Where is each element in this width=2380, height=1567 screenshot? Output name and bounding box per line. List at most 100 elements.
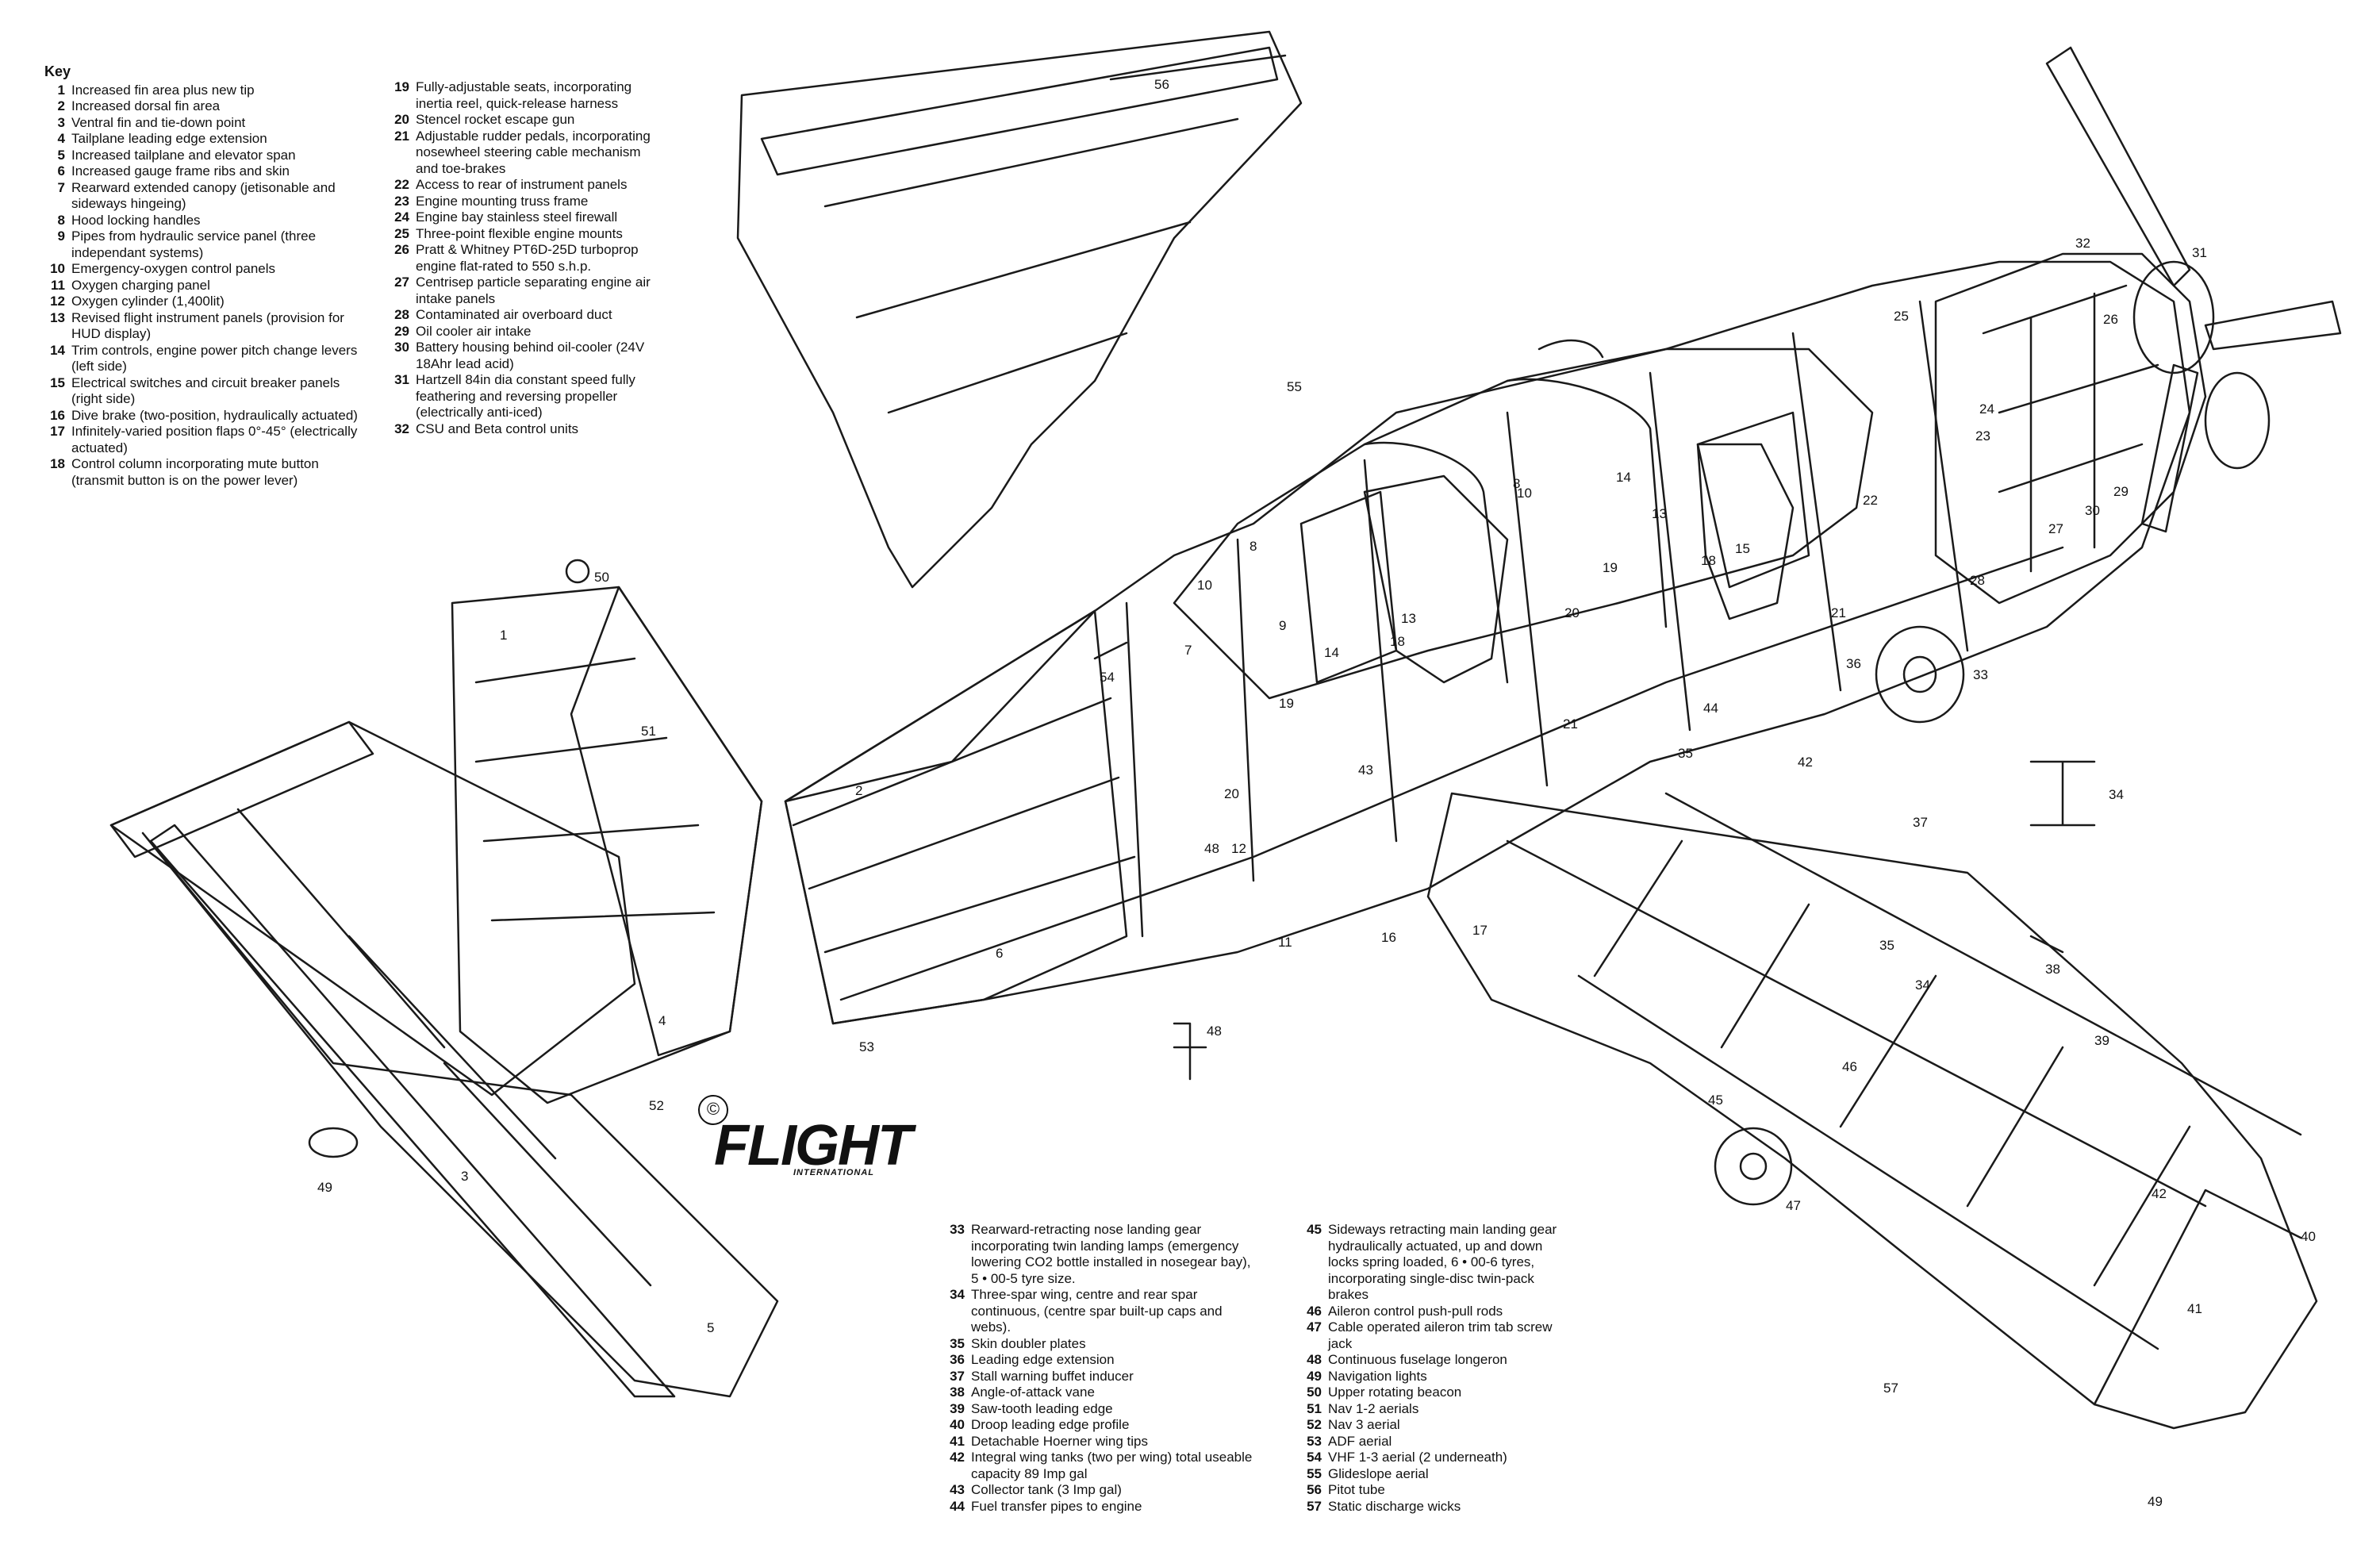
callout-53: 53 [859,1039,874,1054]
callout-19a: 19 [1279,696,1294,711]
callout-30: 30 [2085,503,2100,518]
key-item-text: Control column incorporating mute button… [71,456,319,488]
key-item-number: 1 [57,82,65,98]
callout-24: 24 [1979,401,1994,417]
callout-7: 7 [1184,643,1192,658]
callout-14b: 14 [1616,470,1631,485]
key-item-text: Cable operated aileron trim tab screw ja… [1328,1319,1553,1351]
canopy-outline [1173,348,1874,700]
key-item-number: 55 [1307,1465,1322,1481]
right-wing-spar-rear [1577,974,2159,1350]
key-item-text: Collector tank (3 Imp gal) [971,1482,1122,1497]
main-wheel [1714,1127,1793,1206]
callout-51: 51 [641,724,656,739]
key-item-text: Stencel rocket escape gun [416,112,575,127]
angle-of-attack-vane [2029,935,2064,954]
key-item: 7 Rearward extended canopy (jetisonable a… [44,180,370,213]
callout-52: 52 [649,1098,664,1113]
left-elevator [109,720,374,858]
instrument-panel-rear [1299,490,1398,684]
key-item-text: Tailplane leading edge extension [71,131,267,146]
key-item-text: Increased tailplane and elevator span [71,147,296,163]
left-wing-outline [736,30,1303,589]
key-item-number: 10 [50,261,65,276]
vertical-fin [451,586,763,1104]
key-item-text: Integral wing tanks (two per wing) total… [971,1450,1253,1481]
callout-27: 27 [2048,521,2063,536]
key-item-text: Oxygen charging panel [71,277,210,293]
key-item-text: CSU and Beta control units [416,421,579,436]
key-item-text: Sideways retracting main landing gear hy… [1328,1222,1557,1302]
callout-39: 39 [2094,1033,2109,1048]
callout-17: 17 [1472,923,1488,938]
key-item-number: 28 [394,307,409,322]
key-title: Key [44,63,71,79]
key-item-number: 9 [57,229,65,244]
key-item-number: 6 [57,163,65,179]
right-wing-tip [2093,1189,2302,1406]
key-item-text: Rearward extended canopy (jetisonable an… [71,179,336,212]
left-wing-leading-edge [823,117,1239,414]
key-item-text: Nav 3 aerial [1328,1417,1400,1432]
callout-37: 37 [1913,815,1928,830]
nose-wheel-hub [1902,655,1937,693]
key-item-text: Pipes from hydraulic service panel (thre… [71,229,317,260]
key-item-number: 57 [1307,1498,1322,1514]
key-item-text: Three-point flexible engine mounts [416,225,623,241]
tailplane-ribs [236,808,652,1287]
key-item-text: Upper rotating beacon [1328,1385,1462,1400]
canopy-frame-front [1506,378,1668,628]
key-item-text: Increased fin area plus new tip [71,82,255,98]
callout-20b: 20 [1564,605,1580,620]
key-item-number: 16 [50,407,65,423]
key-item-number: 7 [57,179,65,195]
engine-cowling [1934,252,2207,605]
key-item-text: Engine mounting truss frame [416,193,589,209]
key-item-number: 4 [57,131,65,146]
key-item-number: 27 [394,275,409,290]
callout-57: 57 [1883,1381,1898,1396]
spar-section-symbol [2029,760,2096,827]
callout-47: 47 [1786,1198,1801,1213]
key-item-text: Fully-adjustable seats, incorporating in… [416,79,632,111]
key-item-text: Trim controls, engine power pitch change… [71,342,358,374]
callout-35b: 35 [1879,938,1894,953]
key-item-text: Angle-of-attack vane [971,1385,1095,1400]
callout-10b: 10 [1517,486,1532,501]
key-item-text: Ventral fin and tie-down point [71,114,246,130]
key-item-number: 54 [1307,1450,1322,1465]
vhf-aerial [1093,641,1128,660]
key-item-text: Hood locking handles [71,212,201,228]
rotating-beacon [565,559,590,584]
callout-13a: 13 [1401,611,1416,626]
key-item-text: Revised flight instrument panels (provis… [71,309,344,342]
key-item-number: 11 [51,277,65,293]
key-item-text: Aileron control push-pull rods [1328,1303,1503,1319]
callout-2: 2 [855,783,862,798]
key-item-number: 49 [1307,1368,1322,1384]
rear-fuselage-detail [792,697,1136,954]
key-item-text: Engine bay stainless steel firewall [416,209,618,225]
right-tailplane [141,832,779,1398]
callout-10a: 10 [1197,578,1212,593]
